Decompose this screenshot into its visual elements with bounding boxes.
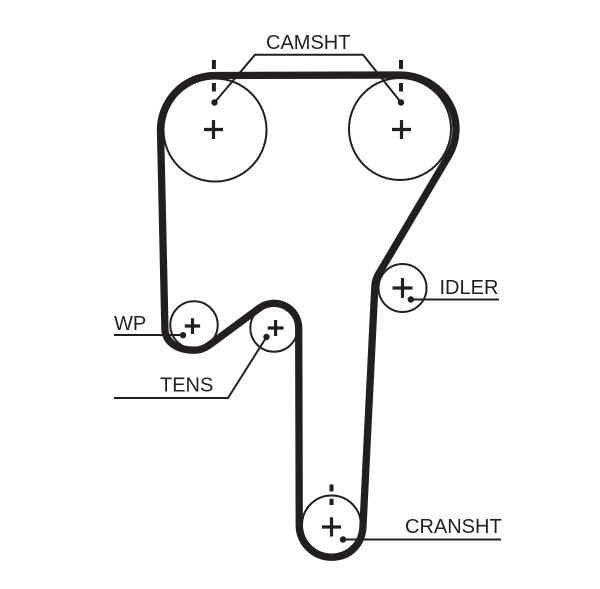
svg-text:TENS: TENS (160, 375, 213, 397)
svg-text:CRANSHT: CRANSHT (405, 516, 502, 538)
svg-text:WP: WP (114, 313, 146, 335)
svg-text:CAMSHT: CAMSHT (266, 32, 350, 54)
svg-text:IDLER: IDLER (440, 277, 499, 299)
